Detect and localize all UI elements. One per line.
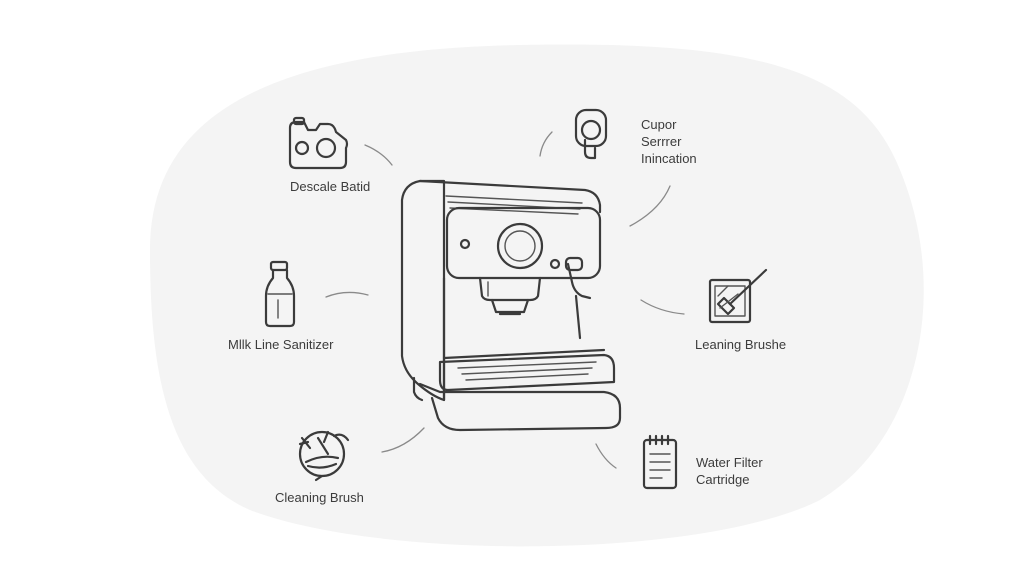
cleaning-brush-bowl-icon <box>298 430 350 482</box>
water-filter-notepad-icon <box>642 434 678 490</box>
connector-lines <box>325 131 685 469</box>
espresso-machine-illustration <box>400 179 622 432</box>
milk-bottle-icon <box>264 260 296 328</box>
label-descale: Descale Batid <box>290 178 370 195</box>
label-milk-line: Mllk Line Sanitizer <box>228 337 334 352</box>
label-cup-line-2: Serrrer <box>641 134 682 149</box>
label-cup-line-1: Cupor <box>641 117 677 132</box>
descale-solution-icon <box>288 116 349 170</box>
label-brushes-line: Leaning Brushe <box>695 337 787 352</box>
label-descale-line: Descale Batid <box>290 179 371 194</box>
label-milk: Mllk Line Sanitizer <box>228 336 334 353</box>
label-filter-line-2: Cartridge <box>696 472 750 487</box>
label-filter: Water Filter Cartridge <box>696 454 763 488</box>
label-brush-line: Cleaning Brush <box>275 490 364 505</box>
label-cup: Cupor Serrrer Inincation <box>641 116 697 167</box>
cup-indicator-icon <box>574 108 608 160</box>
label-brush: Cleaning Brush <box>275 489 364 506</box>
cleaning-brush-card-icon <box>708 268 768 324</box>
background-blob <box>150 44 924 547</box>
label-cup-line-3: Inincation <box>641 151 697 166</box>
label-brushes: Leaning Brushe <box>695 336 786 353</box>
label-filter-line-1: Water Filter <box>696 455 763 470</box>
